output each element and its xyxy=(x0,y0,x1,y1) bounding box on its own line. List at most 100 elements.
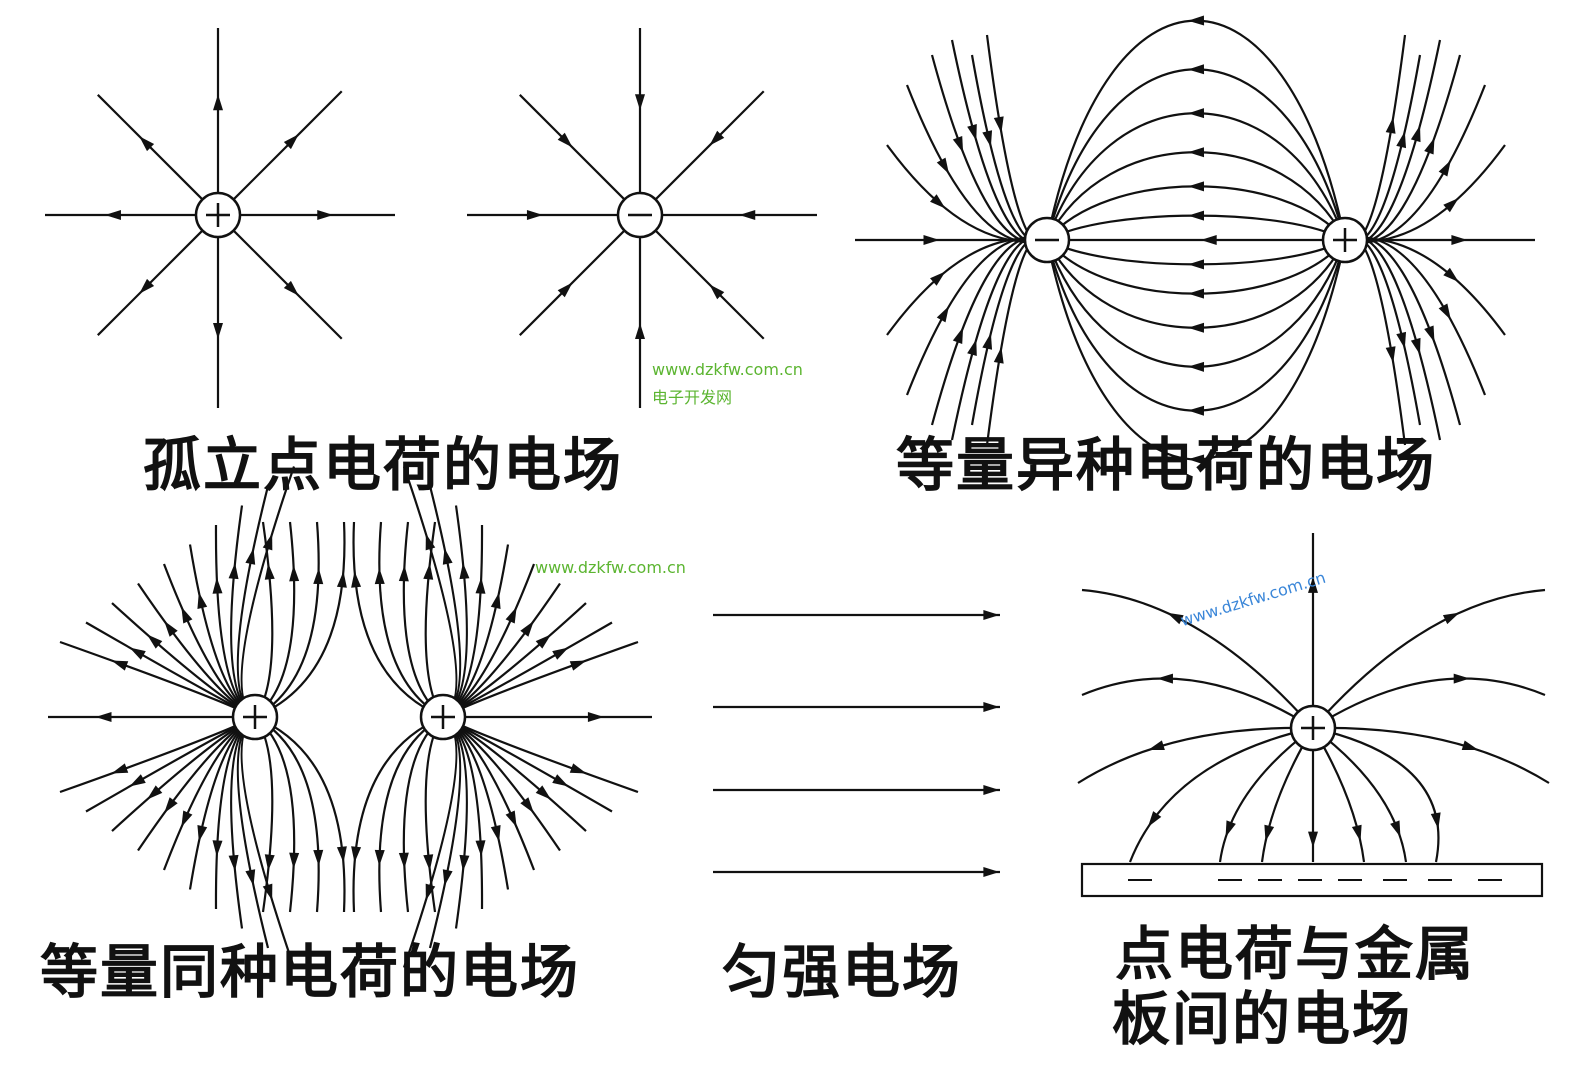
arrowhead xyxy=(1385,346,1396,363)
arrowhead xyxy=(139,278,155,294)
arrowhead xyxy=(129,774,146,787)
dipole-outer-line xyxy=(1344,54,1422,245)
arrowhead xyxy=(264,854,275,871)
plate-field-line xyxy=(1081,677,1314,729)
caption-isolated-charge: 孤立点电荷的电场 xyxy=(143,431,624,499)
like-field-line xyxy=(254,716,320,913)
arrowhead xyxy=(993,116,1004,133)
arrowhead xyxy=(164,797,178,814)
arrowhead xyxy=(1167,612,1184,625)
arrowhead xyxy=(213,323,223,340)
arrowhead xyxy=(111,763,129,774)
plate-field-line xyxy=(1081,588,1314,729)
like-field-line xyxy=(240,716,296,968)
arrowhead xyxy=(635,94,645,111)
arrowhead xyxy=(1461,740,1479,751)
plate-field-line xyxy=(1128,726,1314,863)
dipole-outer-line xyxy=(1344,54,1462,245)
arrowhead xyxy=(967,124,977,141)
dipole-outer-line xyxy=(1344,235,1442,441)
dipole-outer-line xyxy=(950,235,1048,441)
plate-field-line xyxy=(1312,727,1408,863)
plate-field-line xyxy=(1218,727,1314,863)
arrowhead xyxy=(930,271,946,286)
dipole-outer-line xyxy=(1344,235,1462,426)
dipole-outer-line xyxy=(970,235,1048,426)
arrowhead xyxy=(1188,259,1205,270)
arrowhead xyxy=(283,134,299,150)
dipole-field-line xyxy=(1046,239,1346,266)
caption-plate-line1: 点电荷与金属 xyxy=(1115,920,1476,988)
arrowhead xyxy=(1308,831,1318,848)
caption-plate-line2: 板间的电场 xyxy=(1112,985,1413,1053)
arrowhead xyxy=(490,592,501,609)
arrowhead xyxy=(1264,824,1275,842)
arrowhead xyxy=(1308,576,1318,593)
arrowhead xyxy=(1188,210,1205,221)
arrowhead xyxy=(1188,15,1205,26)
arrowhead xyxy=(289,565,300,582)
arrowhead xyxy=(936,157,950,175)
dipole-outer-line xyxy=(950,39,1048,245)
arrowhead xyxy=(129,647,146,660)
arrowhead xyxy=(520,797,534,814)
arrowhead xyxy=(351,846,362,863)
arrowhead xyxy=(1351,824,1362,842)
arrowhead xyxy=(1188,361,1205,372)
arrowhead xyxy=(1451,235,1468,245)
arrowhead xyxy=(228,854,239,872)
arrowhead xyxy=(1188,288,1205,299)
arrowhead xyxy=(1424,325,1435,343)
watermark-url-1: www.dzkfw.com.cn xyxy=(652,360,803,379)
like-field-line xyxy=(352,715,444,913)
dipole-field-line xyxy=(1045,239,1347,368)
arrowhead xyxy=(1188,405,1205,416)
arrowhead xyxy=(1385,117,1396,134)
arrowhead xyxy=(351,571,362,588)
arrowhead xyxy=(181,810,193,828)
like-field-line xyxy=(85,621,256,718)
arrowhead xyxy=(1188,322,1205,333)
like-field-line xyxy=(402,716,458,968)
like-field-line xyxy=(402,466,458,718)
arrowhead xyxy=(535,634,552,649)
caption-opposite-charges: 等量异种电荷的电场 xyxy=(896,431,1437,499)
arrowhead xyxy=(709,284,725,300)
arrowhead xyxy=(1410,125,1421,143)
arrowhead xyxy=(535,785,552,800)
arrowhead xyxy=(313,567,324,585)
caption-uniform-field: 匀强电场 xyxy=(722,938,963,1006)
arrowhead xyxy=(423,854,434,871)
dipole-outer-line xyxy=(970,54,1048,245)
arrowhead xyxy=(475,577,486,594)
dipole-field-line xyxy=(1046,214,1346,241)
arrowhead xyxy=(1396,331,1407,349)
arrowhead xyxy=(212,840,223,857)
arrowhead xyxy=(967,339,977,356)
arrowhead xyxy=(587,712,604,722)
like-field-line xyxy=(442,621,613,718)
arrowhead xyxy=(505,606,517,624)
arrowhead xyxy=(930,194,946,209)
arrowhead xyxy=(1147,811,1162,828)
arrowhead xyxy=(1438,160,1451,177)
arrowhead xyxy=(983,610,1000,620)
arrowhead xyxy=(1188,108,1205,119)
watermark-site-name: 电子开发网 xyxy=(652,388,733,407)
watermark-url-2: www.dzkfw.com.cn xyxy=(535,558,686,577)
plate-field-line xyxy=(1312,677,1546,729)
arrowhead xyxy=(164,620,178,637)
arrowhead xyxy=(213,94,223,111)
arrowhead xyxy=(1188,454,1205,465)
arrowhead xyxy=(490,825,501,842)
dipole-outer-line xyxy=(985,34,1048,245)
arrowhead xyxy=(336,571,347,588)
dipole-outer-line xyxy=(1344,34,1407,245)
arrowhead xyxy=(952,327,964,345)
arrowhead xyxy=(1410,337,1421,355)
like-field-line xyxy=(254,521,320,718)
arrowhead xyxy=(1396,131,1407,149)
caption-like-charges: 等量同种电荷的电场 xyxy=(40,938,581,1006)
arrowhead xyxy=(557,282,573,298)
like-field-line xyxy=(240,466,296,718)
